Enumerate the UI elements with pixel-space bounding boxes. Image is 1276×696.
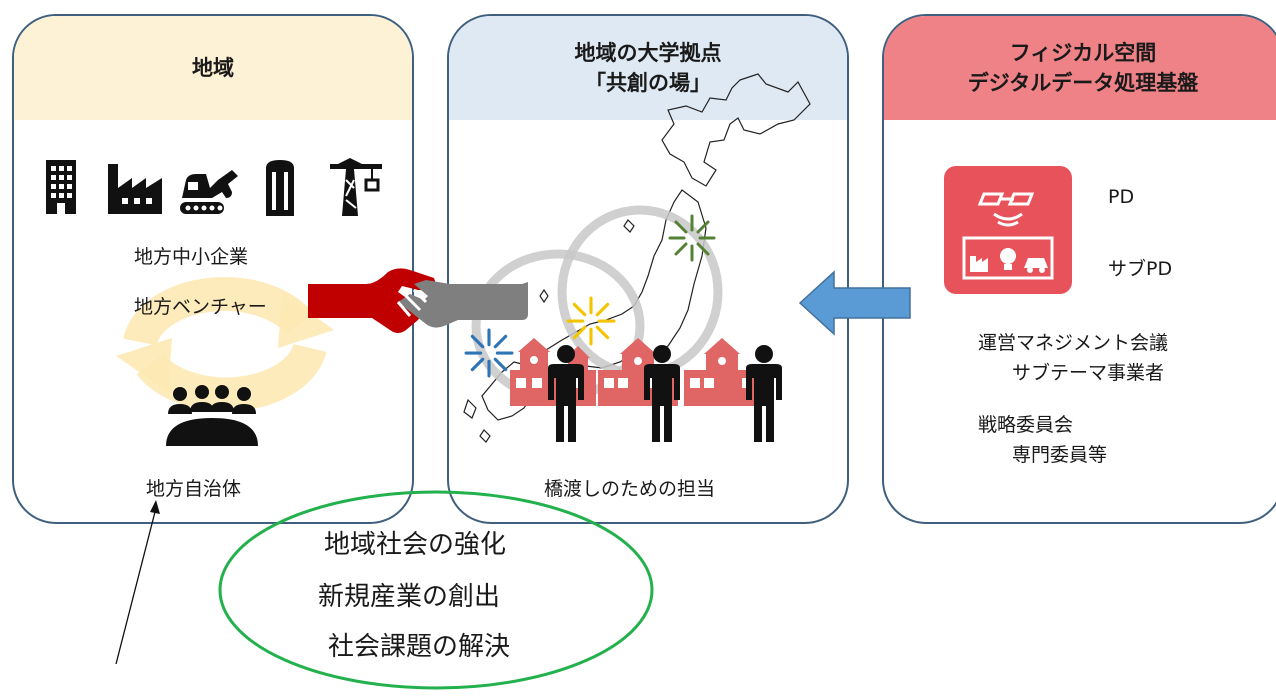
university-caption: 橋渡しのための担当 [544, 478, 716, 500]
spark-blue-icon [464, 328, 514, 378]
label-sub-pd: サブPD [1108, 258, 1173, 280]
pointer-arrow [115, 500, 160, 665]
arrow-left-icon [798, 270, 911, 336]
excavator-icon [180, 170, 238, 214]
strategy-line1: 戦略委員会 [978, 414, 1074, 436]
handshake-icon [308, 268, 528, 333]
outcome-line1: 地域社会の強化 [324, 530, 507, 560]
person-icon-3 [746, 345, 782, 442]
spark-yellow-icon [566, 296, 616, 346]
factory-icon [108, 164, 162, 214]
university-panel: 地域の大学拠点 「共創の場」 [447, 14, 849, 524]
people-meeting-icon [166, 385, 258, 446]
person-icon-2 [644, 345, 680, 442]
crane-icon [330, 158, 382, 216]
tower-building-icon [266, 160, 294, 216]
mgmt-line2: サブテーマ事業者 [1012, 362, 1165, 384]
label-sme: 地方中小企業 [134, 246, 249, 268]
cps-platform-icon [944, 166, 1072, 294]
outcome-line2: 新規産業の創出 [318, 582, 501, 612]
university-title-line2: 「共創の場」 [585, 71, 711, 95]
university-title-line1: 地域の大学拠点 [574, 41, 722, 65]
label-pd: PD [1108, 186, 1135, 208]
office-building-icon [46, 160, 76, 214]
mgmt-line1: 運営マネジメント会議 [978, 332, 1169, 354]
platform-panel-header: フィジカル空間 デジタルデータ処理基盤 [884, 16, 1276, 120]
platform-title-line1: フィジカル空間 [1009, 41, 1157, 65]
label-municipality: 地方自治体 [146, 478, 242, 500]
strategy-line2: 専門委員等 [1012, 444, 1108, 466]
region-title: 地域 [192, 56, 234, 80]
region-panel-header: 地域 [14, 16, 412, 120]
spark-green-icon [668, 214, 716, 262]
person-icon-1 [548, 345, 584, 442]
university-panel-header: 地域の大学拠点 「共創の場」 [449, 16, 847, 120]
platform-title-line2: デジタルデータ処理基盤 [967, 71, 1199, 95]
label-venture: 地方ベンチャー [134, 296, 267, 318]
outcome-line3: 社会課題の解決 [328, 632, 511, 662]
